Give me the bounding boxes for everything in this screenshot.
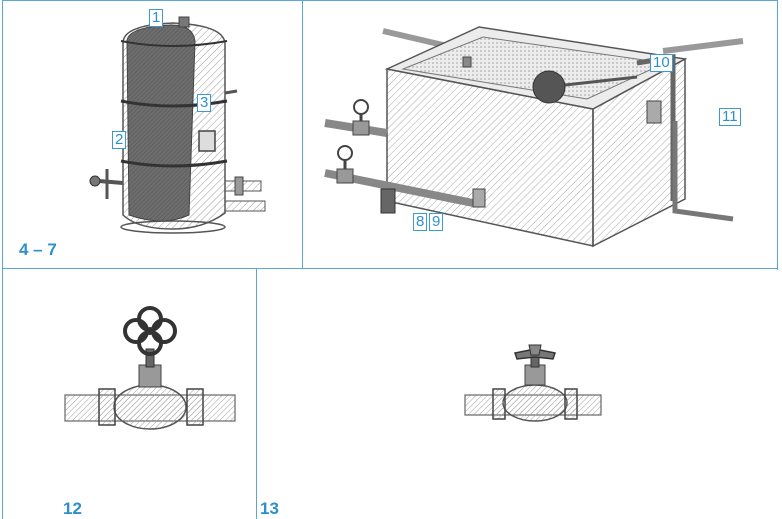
handwheel-valve-icon [64, 306, 236, 430]
panel-storage-tank: 10 11 8 9 [303, 1, 777, 268]
frame-left [2, 0, 3, 519]
callout-11: 11 [719, 108, 741, 126]
callout-3: 3 [197, 94, 212, 112]
wing-valve-icon [464, 344, 602, 422]
frame-divider-top [302, 0, 303, 268]
figure-number-top-left: 4 – 7 [19, 240, 57, 259]
callout-9: 9 [429, 213, 444, 231]
panel-wing-valve: 13 [257, 269, 777, 519]
frame-top [2, 0, 778, 1]
frame-right [777, 0, 778, 270]
figure-number-bottom-right: 13 [260, 499, 279, 518]
figure-number-bottom-left: 12 [63, 499, 82, 518]
frame-divider-horizontal [2, 268, 778, 269]
callout-1: 1 [149, 9, 164, 27]
panel-water-heater: 1 3 2 4 – 7 [3, 1, 302, 268]
frame-divider-bottom [256, 268, 257, 519]
storage-tank-icon [324, 26, 744, 248]
water-heater-icon [89, 16, 266, 234]
callout-2: 2 [112, 131, 127, 149]
panel-handwheel-valve: 12 [3, 269, 256, 519]
callout-8: 8 [413, 213, 428, 231]
callout-10: 10 [650, 54, 673, 72]
